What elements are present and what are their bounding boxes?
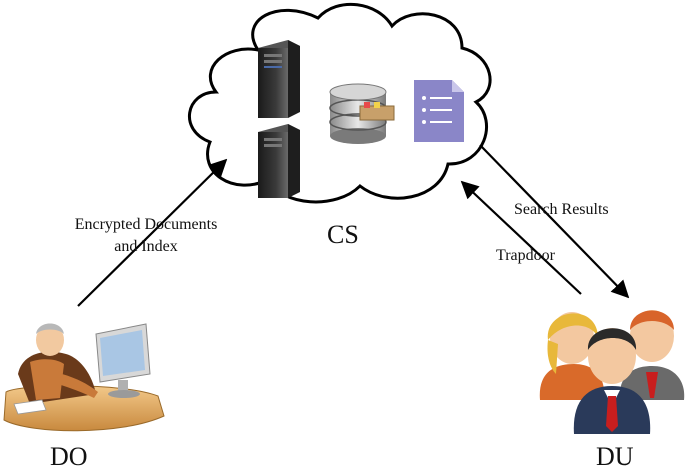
encrypted-documents-label: Encrypted Documents and Index — [48, 214, 244, 258]
encrypted-documents-line1: Encrypted Documents — [74, 216, 218, 233]
computer-user-icon — [3, 323, 165, 432]
arrow-cs-to-du — [479, 144, 630, 299]
arrow-do-to-cs — [77, 158, 228, 307]
database-icon — [329, 83, 395, 144]
encrypted-documents-line2: and Index — [114, 238, 178, 255]
do-label: DO — [50, 442, 88, 471]
server-icon — [258, 124, 300, 198]
server-icon — [258, 40, 300, 118]
cs-label: CS — [327, 220, 359, 249]
search-results-label: Search Results — [514, 201, 609, 218]
trapdoor-label: Trapdoor — [496, 247, 555, 264]
document-icon — [414, 80, 464, 142]
user-group-icon — [539, 310, 685, 434]
du-label: DU — [596, 442, 634, 471]
arrow-du-to-cs — [460, 180, 582, 295]
